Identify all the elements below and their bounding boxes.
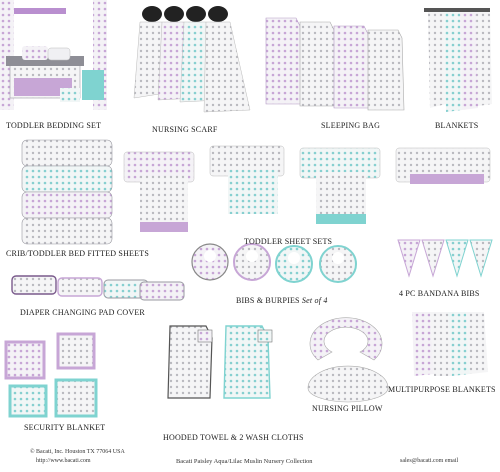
diaper-pad-cover-image: [11, 275, 185, 301]
blankets-label: BLANKETS: [435, 121, 479, 130]
sleeping-bag-image: [265, 17, 405, 111]
toddler-bedding-set-label: TODDLER BEDDING SET: [6, 121, 102, 130]
fitted-sheets-image: [21, 139, 113, 245]
multipurpose-blankets-label: MULTIPURPOSE BLANKETS: [388, 385, 496, 394]
hooded-towel-label: HOODED TOWEL & 2 WASH CLOTHS: [163, 433, 304, 442]
nursing-scarf-image: [133, 6, 251, 113]
nursing-pillow-image: [307, 317, 389, 403]
footer-email[interactable]: sales@bacati.com email: [400, 458, 459, 464]
footer-collection: Bacati Paisley Aqua/Lilac Muslin Nursery…: [176, 458, 313, 465]
security-blanket-label: SECURITY BLANKET: [24, 423, 106, 432]
bibs-burpies-suffix: Set of 4: [301, 296, 328, 305]
blankets-image: [424, 8, 492, 112]
multipurpose-blankets-image: [412, 312, 488, 376]
fitted-sheets-label: CRIB/TODDLER BED FITTED SHEETS: [6, 249, 149, 258]
bandana-bibs-label: 4 PC BANDANA BIBS: [399, 289, 480, 298]
bibs-burpies-image: [191, 243, 357, 283]
hooded-towel-image: [167, 325, 273, 399]
toddler-sheet-sets-image: [123, 145, 491, 232]
footer-website[interactable]: http://www.bacati.com: [36, 458, 91, 464]
nursing-scarf-label: NURSING SCARF: [152, 125, 218, 134]
bibs-burpies-title: BIBS & BURPIES: [236, 296, 300, 305]
sleeping-bag-label: SLEEPING BAG: [321, 121, 381, 130]
security-blanket-image: [4, 332, 98, 418]
diaper-pad-cover-label: DIAPER CHANGING PAD COVER: [20, 308, 145, 317]
nursing-pillow-label: NURSING PILLOW: [312, 404, 383, 413]
toddler-bedding-set-image: [0, 0, 107, 110]
footer-company: © Bacati, Inc. Houston TX 77064 USA: [30, 449, 125, 455]
toddler-sheet-sets-label: TODDLER SHEET SETS: [244, 237, 333, 246]
bandana-bibs-image: [397, 239, 493, 278]
bibs-burpies-label: BIBS & BURPIES Set of 4: [236, 296, 328, 305]
